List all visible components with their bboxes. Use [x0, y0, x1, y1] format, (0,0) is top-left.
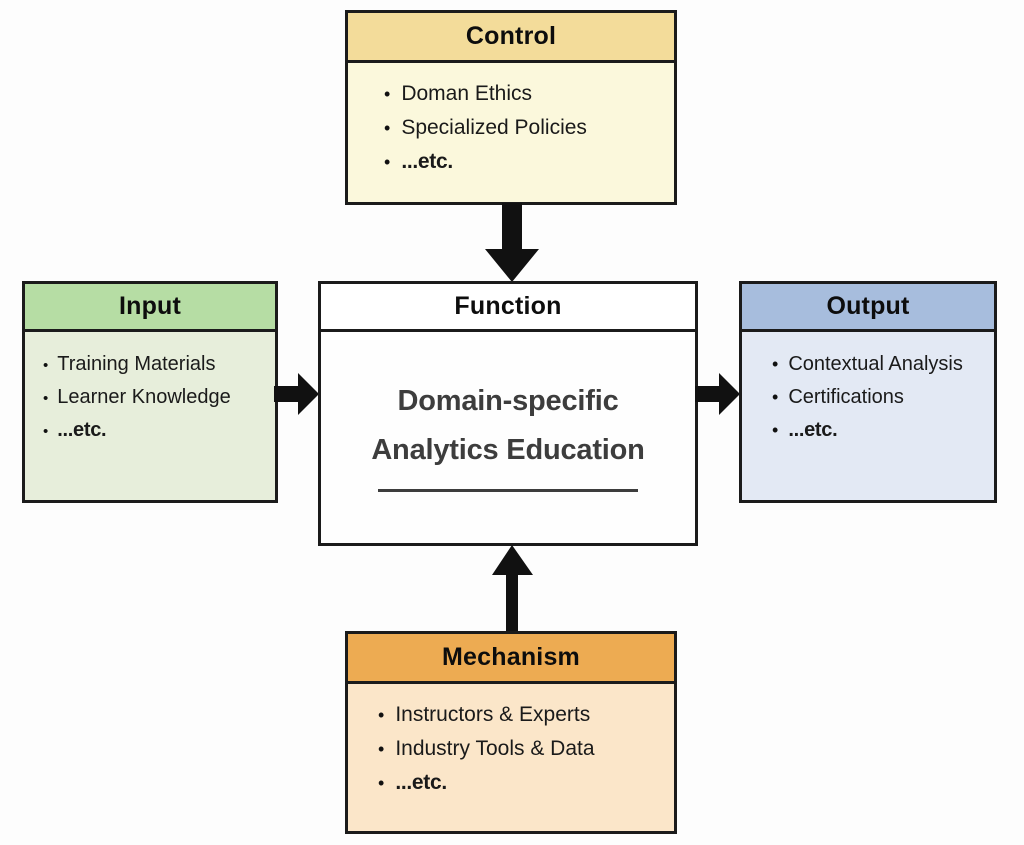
list-item: • Training Materials [25, 348, 275, 381]
mechanism-item-list: • Instructors & Experts • Industry Tools… [348, 698, 674, 800]
output-box-body: • Contextual Analysis • Certifications •… [742, 332, 994, 500]
function-underline-rule [378, 488, 638, 492]
input-item-label: ...etc. [57, 419, 107, 441]
control-box-body: • Doman Ethics • Specialized Policies • … [348, 63, 674, 202]
mechanism-box-body: • Instructors & Experts • Industry Tools… [348, 684, 674, 831]
bullet-icon: • [772, 387, 779, 407]
output-box: Output • Contextual Analysis • Certifica… [739, 281, 997, 503]
output-item-label: Certifications [788, 386, 904, 408]
mechanism-item-label: Industry Tools & Data [395, 737, 595, 760]
list-item: • Certifications [742, 381, 994, 414]
bullet-icon: • [43, 423, 49, 440]
bullet-icon: • [384, 118, 391, 138]
control-box: Control • Doman Ethics • Specialized Pol… [345, 10, 677, 205]
list-item: • Doman Ethics [348, 77, 674, 111]
bullet-icon: • [378, 705, 385, 725]
list-item: • ...etc. [25, 414, 275, 447]
output-item-list: • Contextual Analysis • Certifications •… [742, 348, 994, 447]
mechanism-box: Mechanism • Instructors & Experts • Indu… [345, 631, 677, 834]
function-activity-name: Domain-specific Analytics Education [371, 377, 645, 492]
bullet-icon: • [384, 84, 391, 104]
mechanism-box-title: Mechanism [348, 634, 674, 684]
function-activity-line1: Domain-specific [397, 385, 619, 418]
list-item: • Instructors & Experts [348, 698, 674, 732]
output-item-label: ...etc. [788, 419, 838, 441]
list-item: • ...etc. [348, 766, 674, 800]
input-box: Input • Training Materials • Learner Kno… [22, 281, 278, 503]
bullet-icon: • [384, 152, 391, 172]
control-item-label: ...etc. [401, 150, 453, 173]
bullet-icon: • [43, 390, 49, 407]
mechanism-item-label: Instructors & Experts [395, 703, 591, 726]
input-item-list: • Training Materials • Learner Knowledge… [25, 348, 275, 447]
control-item-label: Doman Ethics [401, 82, 533, 105]
control-item-label: Specialized Policies [401, 116, 587, 139]
list-item: • ...etc. [348, 145, 674, 179]
arrow-up-icon [492, 545, 533, 632]
input-box-body: • Training Materials • Learner Knowledge… [25, 332, 275, 500]
output-item-label: Contextual Analysis [788, 353, 963, 375]
list-item: • Specialized Policies [348, 111, 674, 145]
control-box-title: Control [348, 13, 674, 63]
list-item: • Contextual Analysis [742, 348, 994, 381]
list-item: • ...etc. [742, 414, 994, 447]
function-activity-line2: Analytics Education [371, 434, 645, 466]
list-item: • Industry Tools & Data [348, 732, 674, 766]
bullet-icon: • [378, 739, 385, 759]
function-box: Function Domain-specific Analytics Educa… [318, 281, 698, 546]
bullet-icon: • [378, 773, 385, 793]
input-item-label: Learner Knowledge [57, 386, 231, 408]
input-item-label: Training Materials [57, 353, 216, 375]
input-box-title: Input [25, 284, 275, 332]
control-item-list: • Doman Ethics • Specialized Policies • … [348, 77, 674, 179]
function-box-title: Function [321, 284, 695, 332]
bullet-icon: • [772, 420, 779, 440]
arrow-down-icon [485, 203, 539, 282]
arrow-right-icon [274, 373, 319, 415]
output-box-title: Output [742, 284, 994, 332]
bullet-icon: • [772, 354, 779, 374]
list-item: • Learner Knowledge [25, 381, 275, 414]
function-box-body: Domain-specific Analytics Education [321, 332, 695, 543]
arrow-right-icon [695, 373, 740, 415]
mechanism-item-label: ...etc. [395, 771, 447, 794]
bullet-icon: • [43, 357, 49, 374]
